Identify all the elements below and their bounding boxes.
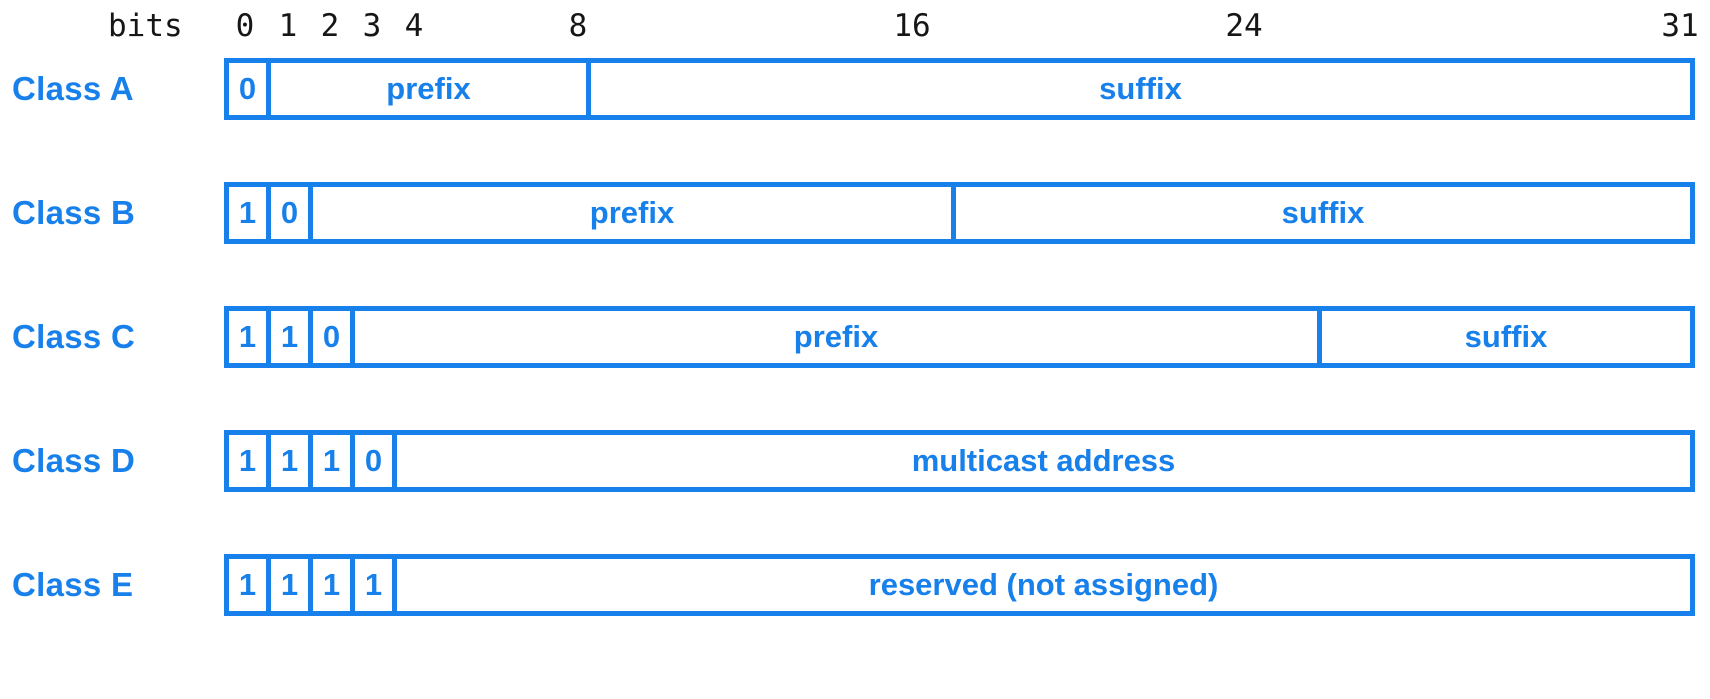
bit-cell-2: 0 [313,311,355,363]
bit-cell-0: 1 [229,559,271,611]
class-row-label: Class E [12,566,134,603]
bit-cell-0: 1 [229,435,271,487]
class-row-label: Class C [12,318,136,355]
bits-label: bits [108,8,183,44]
bit-cell-0: 1 [229,187,271,239]
field-cell-prefix: prefix [313,187,956,239]
bit-tick-31: 31 [1661,8,1699,44]
class-row-label: Class B [12,194,136,231]
bit-cell-0: 0 [229,63,271,115]
field-cell-multicast: multicast address [911,443,1176,478]
bit-cell-2: 1 [313,559,355,611]
field-cell-suffix: suffix [1099,71,1182,106]
field-cell-prefix: prefix [355,311,1322,363]
bit-tick-1: 1 [278,8,298,44]
class-row-label: Class A [12,70,134,107]
bit-cell-3: 1 [355,559,397,611]
class-row-label: Class D [12,442,136,479]
bit-cell-1: 1 [271,559,313,611]
field-cell-suffix: suffix [1281,195,1365,230]
field-cell-prefix: prefix [271,63,591,115]
bit-tick-16: 16 [893,8,931,44]
bit-cell-1: 1 [271,311,313,363]
bit-cell-2: 1 [313,435,355,487]
bit-tick-8: 8 [568,8,588,44]
bit-cell-1: 0 [271,187,313,239]
bit-cell-1: 1 [271,435,313,487]
bit-cell-3: 0 [355,435,397,487]
bit-tick-0: 0 [235,8,255,44]
bit-tick-24: 24 [1225,8,1263,44]
bit-tick-4: 4 [404,8,424,44]
field-cell-reserved: reserved (not assigned) [868,567,1219,602]
bit-tick-3: 3 [362,8,382,44]
field-cell-suffix: suffix [1464,319,1548,354]
bit-cell-0: 1 [229,311,271,363]
bit-tick-2: 2 [320,8,340,44]
